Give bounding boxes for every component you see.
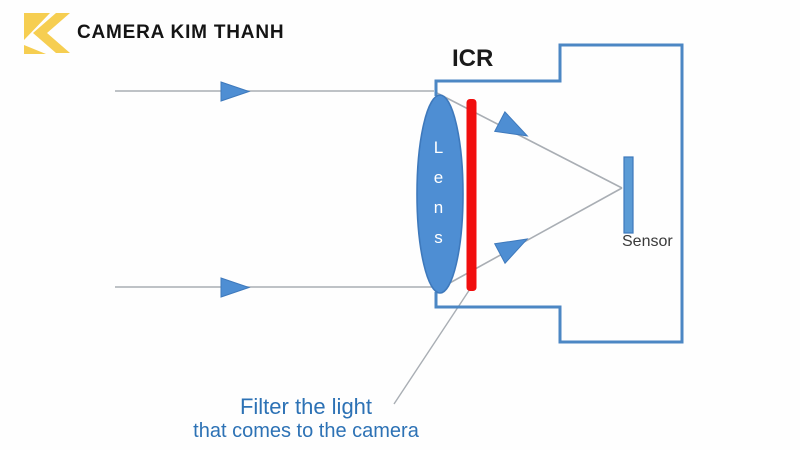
k-mark-bottom-triangle: [24, 45, 46, 54]
sensor-label: Sensor: [622, 233, 673, 250]
filter-caption-line2: that comes to the camera: [193, 420, 419, 442]
sensor-bar: [623, 156, 634, 234]
filter-caption-line1: Filter the light: [239, 394, 373, 419]
brand-text: CAMERA KIM THANH: [77, 22, 285, 43]
lens-shape: [416, 94, 464, 294]
k-mark-top-triangle: [24, 13, 50, 40]
arrowhead-refracted-bottom-icon: [493, 238, 529, 265]
filter-caption: Filter the light that comes to the camer…: [146, 393, 466, 443]
lens-label: Lens: [429, 138, 448, 258]
k-mark-chevron: [33, 13, 70, 53]
refracted-ray-top: [436, 92, 623, 189]
icr-label: ICR: [452, 45, 494, 72]
refracted-ray-bottom: [436, 187, 623, 291]
arrowhead-refracted-top-icon: [493, 110, 529, 137]
arrowhead-incoming-bottom-icon: [220, 277, 251, 298]
k-mark-icon: [24, 13, 70, 54]
camera-body-outline: [434, 43, 684, 344]
ir-cut-filter-bar: [466, 99, 477, 291]
arrowhead-incoming-top-icon: [220, 81, 251, 102]
